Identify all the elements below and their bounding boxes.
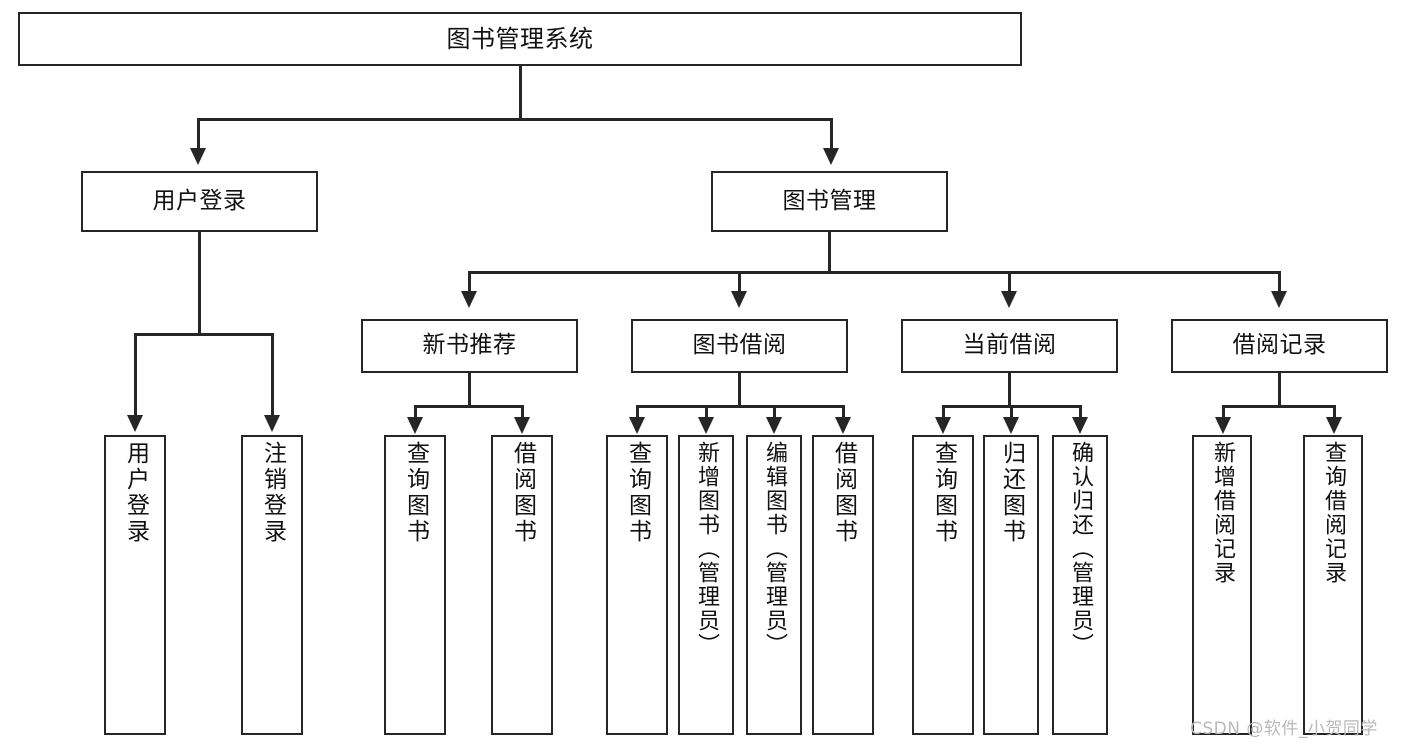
- leaf-book-borrow-query[interactable]: 查询图书: [606, 435, 668, 735]
- node-label: 查询图书: [930, 441, 957, 545]
- connector-book-manage-drop-2: [738, 271, 741, 293]
- connector-root-to-user-login: [197, 118, 200, 150]
- connector-user-login-drop-1: [134, 333, 137, 417]
- arrow-to-book-borrow: [731, 291, 747, 308]
- node-label: 借阅记录: [1232, 332, 1327, 359]
- node-label: 图书管理系统: [446, 24, 594, 53]
- node-label: 新增图书（管理员）: [694, 441, 719, 657]
- connector-book-manage-drop-3: [1008, 271, 1011, 293]
- arrow-leaf-borrow-record-1: [1215, 417, 1231, 434]
- leaf-new-book-query[interactable]: 查询图书: [384, 435, 446, 735]
- connector-book-borrow-drop-2: [705, 405, 708, 419]
- leaf-current-borrow-return[interactable]: 归还图书: [983, 435, 1039, 735]
- node-current-borrow[interactable]: 当前借阅: [901, 319, 1118, 373]
- arrow-leaf-book-borrow-1: [629, 417, 645, 434]
- node-label: 归还图书: [998, 441, 1025, 545]
- connector-borrow-record-drop-1: [1222, 405, 1225, 419]
- node-label: 编辑图书（管理员）: [762, 441, 787, 657]
- arrow-leaf-current-borrow-3: [1072, 417, 1088, 434]
- connector-book-manage-stem: [828, 232, 831, 273]
- arrow-leaf-current-borrow-1: [935, 417, 951, 434]
- node-label: 借阅图书: [509, 441, 536, 545]
- connector-book-borrow-drop-4: [842, 405, 845, 419]
- connector-root-bus: [197, 118, 832, 121]
- arrow-leaf-borrow-record-2: [1326, 417, 1342, 434]
- node-label: 用户登录: [152, 187, 247, 214]
- arrow-to-user-login: [190, 148, 206, 165]
- arrow-leaf-book-borrow-3: [766, 417, 782, 434]
- node-book-manage[interactable]: 图书管理: [711, 171, 948, 232]
- connector-book-borrow-stem: [738, 373, 741, 407]
- leaf-new-book-borrow[interactable]: 借阅图书: [491, 435, 553, 735]
- connector-current-borrow-stem: [1008, 373, 1011, 407]
- arrow-to-book-manage: [823, 148, 839, 165]
- connector-book-manage-bus: [468, 271, 1280, 274]
- node-new-book-recommend[interactable]: 新书推荐: [361, 319, 578, 373]
- connector-book-borrow-drop-1: [636, 405, 639, 419]
- connector-new-book-bus: [414, 405, 524, 408]
- node-label: 查询图书: [402, 441, 429, 545]
- leaf-book-borrow-add[interactable]: 新增图书（管理员）: [678, 435, 734, 735]
- leaf-book-borrow-borrow[interactable]: 借阅图书: [812, 435, 874, 735]
- arrow-leaf-user-login-1: [127, 415, 143, 432]
- leaf-user-login-login[interactable]: 用户登录: [104, 435, 166, 735]
- arrow-leaf-current-borrow-2: [1003, 417, 1019, 434]
- connector-borrow-record-bus: [1222, 405, 1336, 408]
- node-label: 查询图书: [624, 441, 651, 545]
- connector-new-book-drop-1: [414, 405, 417, 419]
- leaf-book-borrow-edit[interactable]: 编辑图书（管理员）: [746, 435, 802, 735]
- connector-book-borrow-bus: [636, 405, 845, 408]
- connector-current-borrow-drop-1: [942, 405, 945, 419]
- arrow-leaf-user-login-2: [264, 415, 280, 432]
- arrow-leaf-book-borrow-2: [698, 417, 714, 434]
- node-label: 当前借阅: [962, 332, 1057, 359]
- leaf-borrow-record-query[interactable]: 查询借阅记录: [1303, 435, 1363, 735]
- node-label: 确认归还（管理员）: [1068, 441, 1093, 657]
- leaf-current-borrow-confirm[interactable]: 确认归还（管理员）: [1052, 435, 1108, 735]
- node-label: 借阅图书: [830, 441, 857, 545]
- node-user-login[interactable]: 用户登录: [81, 171, 318, 232]
- node-label: 用户登录: [122, 441, 149, 545]
- connector-user-login-stem: [198, 232, 201, 335]
- node-label: 图书管理: [782, 187, 877, 214]
- node-borrow-record[interactable]: 借阅记录: [1171, 319, 1388, 373]
- connector-borrow-record-drop-2: [1333, 405, 1336, 419]
- node-label: 查询借阅记录: [1321, 441, 1346, 585]
- arrow-leaf-new-book-2: [514, 417, 530, 434]
- node-label: 新增借阅记录: [1210, 441, 1235, 585]
- connector-root-stem: [519, 66, 522, 120]
- arrow-to-new-book-recommend: [461, 291, 477, 308]
- connector-new-book-drop-2: [521, 405, 524, 419]
- connector-book-manage-drop-4: [1278, 271, 1281, 293]
- node-label: 注销登录: [259, 441, 286, 545]
- node-book-borrow[interactable]: 图书借阅: [631, 319, 848, 373]
- connector-user-login-bus: [134, 333, 273, 336]
- connector-book-borrow-drop-3: [773, 405, 776, 419]
- node-root-system[interactable]: 图书管理系统: [18, 12, 1022, 66]
- connector-user-login-drop-2: [271, 333, 274, 417]
- leaf-borrow-record-add[interactable]: 新增借阅记录: [1192, 435, 1252, 735]
- node-label: 新书推荐: [422, 332, 517, 359]
- connector-current-borrow-drop-3: [1079, 405, 1082, 419]
- connector-new-book-stem: [468, 373, 471, 407]
- arrow-leaf-book-borrow-4: [835, 417, 851, 434]
- arrow-to-borrow-record: [1271, 291, 1287, 308]
- connector-borrow-record-stem: [1278, 373, 1281, 407]
- node-label: 图书借阅: [692, 332, 787, 359]
- arrow-leaf-new-book-1: [407, 417, 423, 434]
- connector-book-manage-drop-1: [468, 271, 471, 293]
- arrow-to-current-borrow: [1001, 291, 1017, 308]
- connector-current-borrow-drop-2: [1010, 405, 1013, 419]
- leaf-user-login-logout[interactable]: 注销登录: [241, 435, 303, 735]
- leaf-current-borrow-query[interactable]: 查询图书: [912, 435, 974, 735]
- connector-root-to-book-manage: [830, 118, 833, 150]
